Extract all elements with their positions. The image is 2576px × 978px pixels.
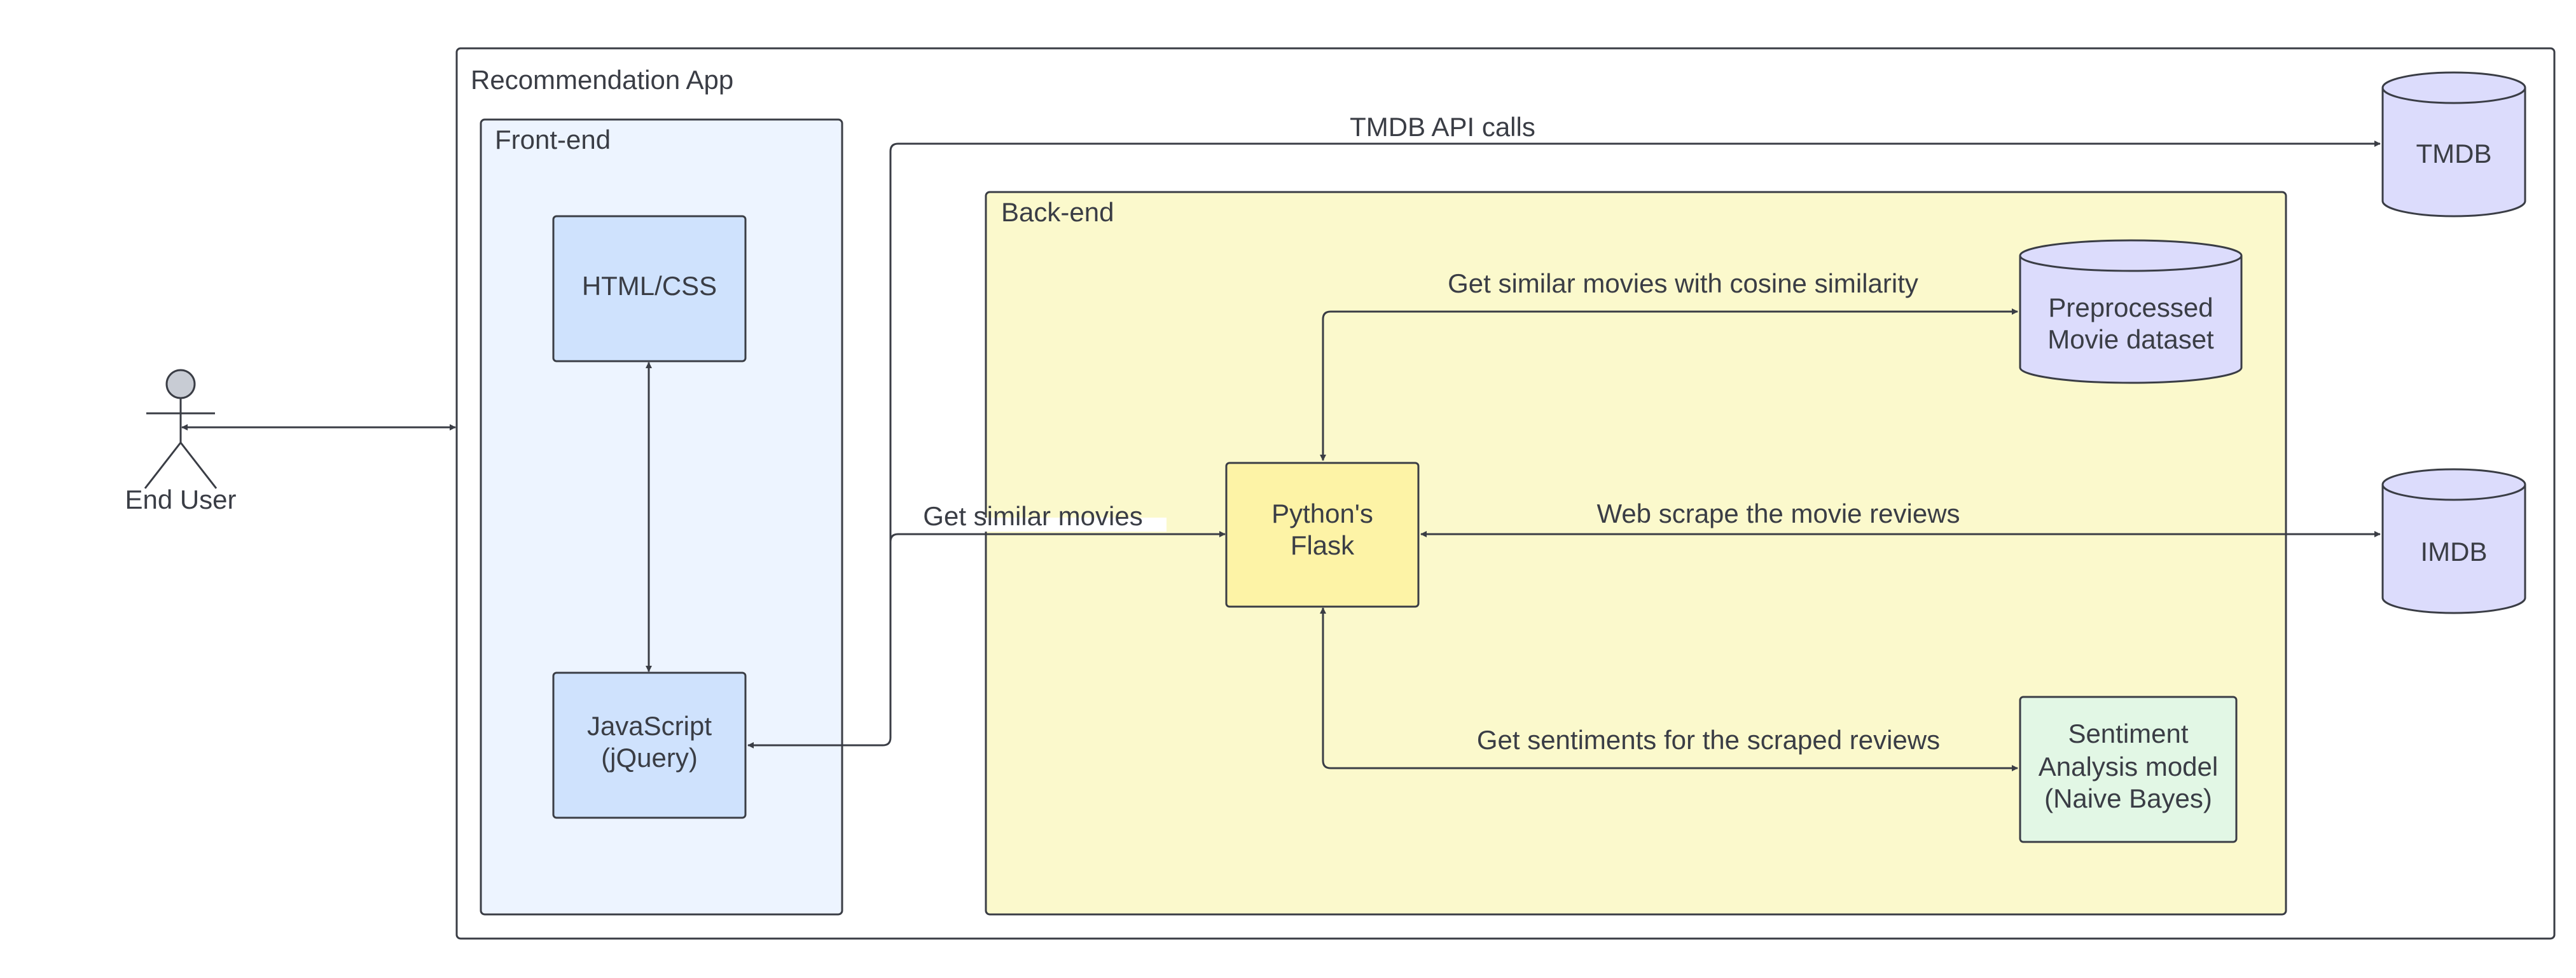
sentiment-model-node: Sentiment Analysis model (Naive Bayes) — [2019, 696, 2238, 843]
tmdb-api-label: TMDB API calls — [1350, 112, 1535, 142]
backend-label: Back-end — [1001, 197, 1114, 227]
frontend-label: Front-end — [495, 125, 611, 155]
cosine-connector — [1320, 308, 2018, 461]
recommendation-app-label: Recommendation App — [471, 65, 733, 95]
edges — [181, 141, 2381, 771]
preprocessed-label-line2: Movie dataset — [2047, 324, 2214, 354]
get-similar-label-bg — [922, 518, 1167, 532]
end-user-actor: End User — [125, 369, 237, 514]
get-similar-connector — [889, 531, 1226, 542]
web-scrape-label: Web scrape the movie reviews — [1596, 499, 1960, 528]
html-css-node: HTML/CSS — [552, 215, 747, 362]
html-css-label: HTML/CSS — [582, 271, 717, 301]
sentiment-label-line2: Analysis model — [2039, 752, 2218, 782]
actor-head-icon — [165, 369, 196, 399]
tmdb-label: TMDB — [2416, 139, 2492, 169]
flask-label-line1: Python's — [1271, 499, 1373, 528]
flask-node: Python's Flask — [1225, 462, 1420, 608]
flask-label-line2: Flask — [1291, 530, 1355, 560]
sentiments-connector — [1320, 607, 2018, 771]
get-similar-label: Get similar movies — [923, 501, 1142, 531]
tmdb-node: TMDB — [2381, 71, 2526, 217]
javascript-node: JavaScript (jQuery) — [552, 672, 747, 819]
javascript-label-line1: JavaScript — [587, 711, 712, 741]
imdb-node: IMDB — [2381, 468, 2526, 614]
sentiment-label-line3: (Naive Bayes) — [2044, 783, 2212, 813]
imdb-label: IMDB — [2421, 537, 2488, 567]
end-user-label: End User — [125, 485, 236, 514]
cosine-label: Get similar movies with cosine similarit… — [1448, 268, 1918, 298]
tmdb-api-connector — [747, 141, 2381, 748]
sentiment-label-line1: Sentiment — [2068, 719, 2188, 748]
sentiments-label: Get sentiments for the scraped reviews — [1477, 725, 1940, 755]
preprocessed-label-line1: Preprocessed — [2048, 293, 2213, 322]
javascript-label-line2: (jQuery) — [601, 743, 698, 773]
preprocessed-dataset-node: Preprocessed Movie dataset — [2019, 239, 2243, 384]
